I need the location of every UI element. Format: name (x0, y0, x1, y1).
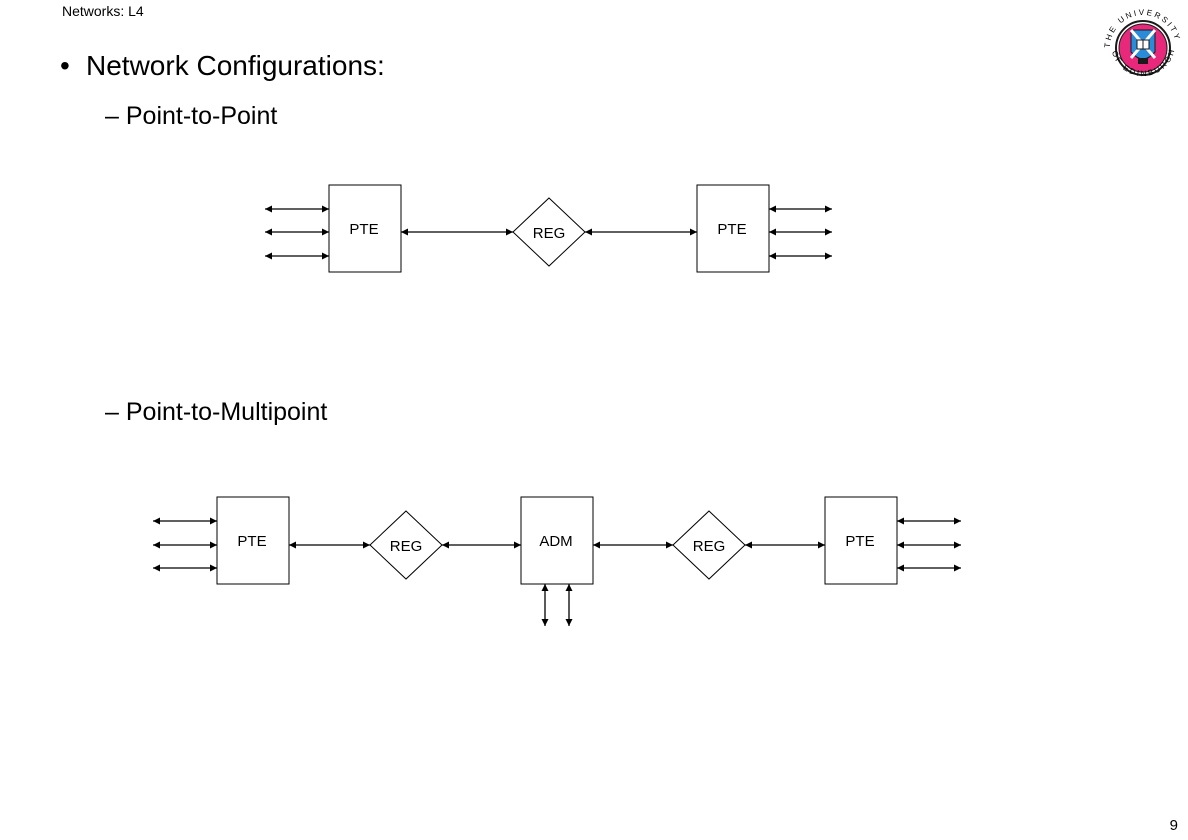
reg-diamond (512, 197, 586, 267)
pte-box-right (824, 496, 898, 585)
sub-item-point-to-multipoint: – Point-to-Multipoint (105, 398, 327, 427)
point-to-point-diagram: PTE REG PTE (265, 184, 832, 273)
pte-box-right (696, 184, 770, 273)
pte-box-left (216, 496, 290, 585)
reg-label-left: REG (390, 538, 423, 555)
pte-label-left: PTE (237, 533, 266, 550)
sub-item-dash: – (105, 102, 119, 130)
pte-label-right: PTE (717, 221, 746, 238)
university-logo: THE UNIVERSITY OF EDINBURGH (1100, 0, 1186, 96)
page-number: 9 (1169, 817, 1178, 834)
adm-label: ADM (539, 533, 572, 550)
point-to-multipoint-diagram: PTE REG ADM REG PTE (153, 496, 961, 626)
sub-item-point-to-point: – Point-to-Point (105, 102, 277, 131)
adm-box (520, 496, 594, 585)
reg-diamond-right (672, 510, 746, 580)
pte-label-right: PTE (845, 533, 874, 550)
slide-header: Networks: L4 (62, 3, 144, 19)
university-crest-icon: THE UNIVERSITY OF EDINBURGH (1103, 8, 1180, 78)
main-bullet: • Network Configurations: (60, 50, 385, 82)
reg-label: REG (533, 225, 566, 242)
reg-diamond-left (369, 510, 443, 580)
bullet-marker: • (60, 50, 70, 81)
bullet-text: Network Configurations: (86, 50, 385, 81)
sub-item-label: Point-to-Point (125, 102, 278, 130)
reg-label-right: REG (693, 538, 726, 555)
sub-item-dash: – (105, 398, 119, 426)
pte-label-left: PTE (349, 221, 378, 238)
sub-item-label: Point-to-Multipoint (125, 398, 328, 426)
